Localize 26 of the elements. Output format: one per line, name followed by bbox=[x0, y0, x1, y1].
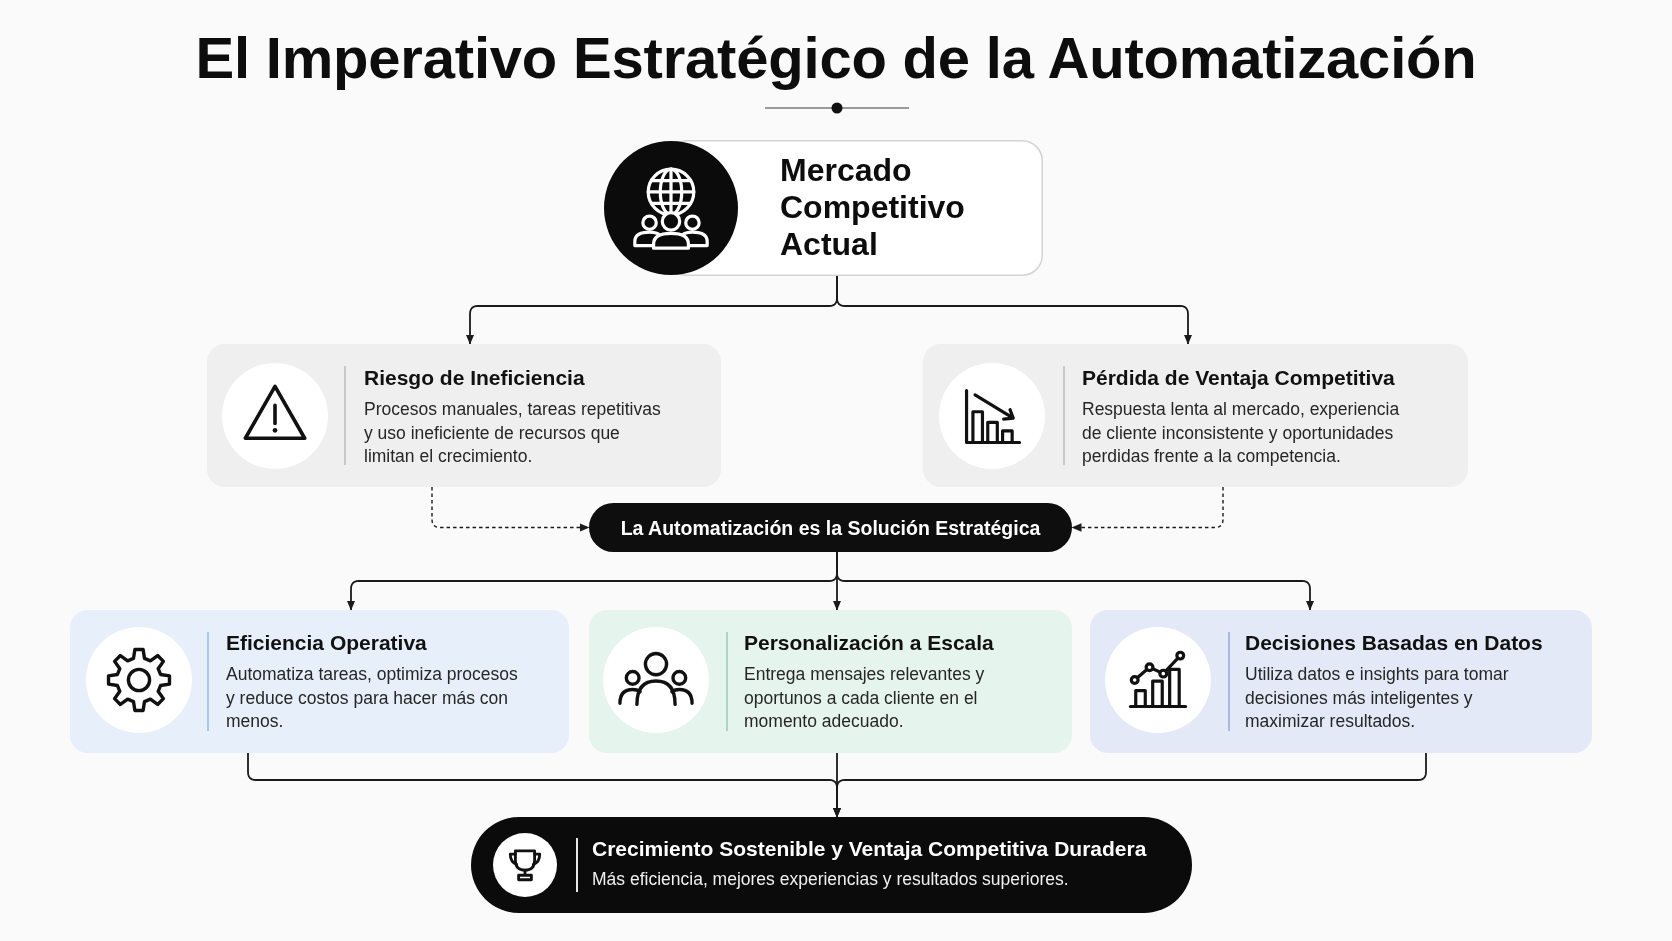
info-card bbox=[70, 610, 569, 753]
card-description: Respuesta lenta al mercado, experiencia de cliente inconsistente y oportunidades perdidas frente a la competencia. bbox=[1082, 398, 1401, 468]
card-title: Decisiones Basadas en Datos bbox=[1245, 630, 1543, 656]
card-description: Automatiza tareas, optimiza procesos y reduce costos para hacer más con menos. bbox=[226, 663, 519, 733]
card-title: Pérdida de Ventaja Competitiva bbox=[1082, 365, 1395, 391]
arrow bbox=[836, 275, 1193, 345]
dashed-arrow bbox=[1071, 486, 1224, 532]
solution-banner bbox=[589, 503, 1072, 552]
info-card bbox=[589, 610, 1072, 753]
info-card bbox=[1090, 610, 1592, 753]
info-card bbox=[207, 344, 721, 487]
arrow bbox=[832, 752, 1427, 818]
card-title: Riesgo de Ineficiencia bbox=[364, 365, 585, 391]
topic-card bbox=[603, 140, 1043, 276]
dashed-arrow bbox=[431, 486, 590, 532]
card-title: Eficiencia Operativa bbox=[226, 630, 427, 656]
banner-text: La Automatización es la Solución Estratégica bbox=[620, 515, 1041, 540]
card-title: Personalización a Escala bbox=[744, 630, 994, 656]
card-description: Utiliza datos e insights para tomar decisiones más inteligentes y maximizar resultados. bbox=[1245, 663, 1510, 733]
info-card bbox=[923, 344, 1468, 487]
outcome-description: Más eficiencia, mejores experiencias y resultados superiores. bbox=[592, 868, 1069, 890]
card-description: Entrega mensajes relevantes y oportunos a cada cliente en el momento adecuado. bbox=[744, 663, 986, 733]
main-title: El Imperativo Estratégico de la Automatización bbox=[195, 25, 1477, 91]
topic-title: Mercado Competitivo Actual bbox=[780, 152, 966, 263]
outcome-title: Crecimiento Sostenible y Ventaja Competitiva Duradera bbox=[592, 836, 1147, 862]
card-description: Procesos manuales, tareas repetitivas y uso ineficiente de recursos que limitan el crecimiento. bbox=[364, 398, 662, 468]
